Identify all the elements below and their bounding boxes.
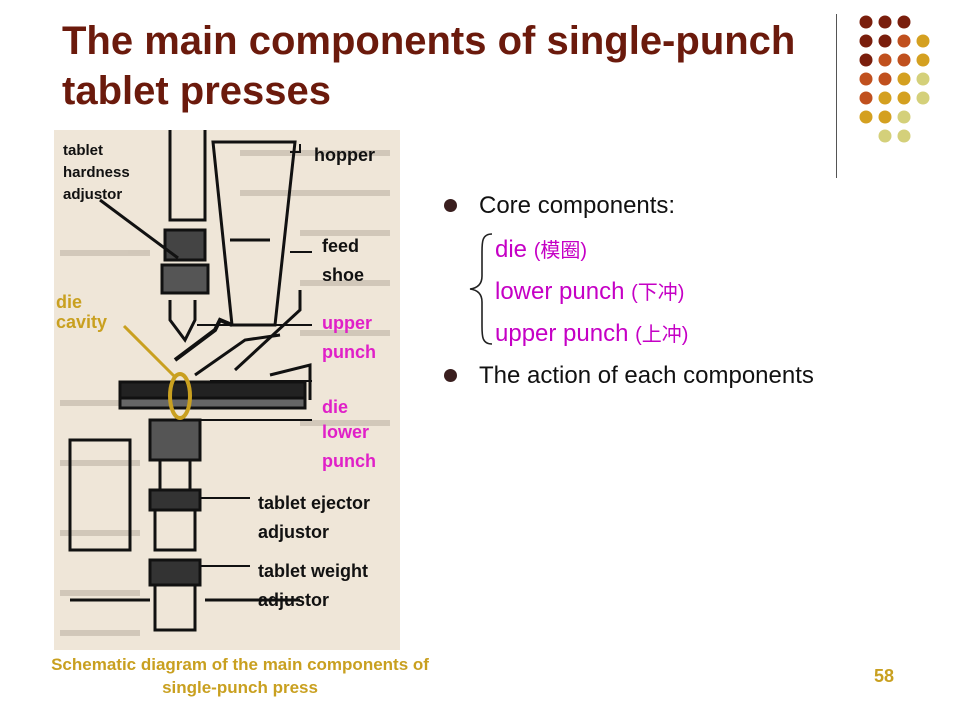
sub-item-lower-punch: lower punch (下冲) — [495, 278, 685, 305]
decor-dot — [878, 129, 892, 143]
decor-dot — [897, 91, 911, 105]
label-hopper: hopper — [314, 145, 375, 165]
press-schematic-diagram — [54, 130, 400, 650]
die-cavity-highlight — [168, 372, 192, 420]
decor-dot — [859, 72, 873, 86]
decor-dot — [859, 110, 873, 124]
sub-item-upper-punch: upper punch (上冲) — [495, 320, 689, 347]
decor-dot — [878, 110, 892, 124]
diagram-caption: Schematic diagram of the main components… — [51, 655, 429, 697]
decor-dot — [859, 15, 873, 29]
decor-dot — [878, 34, 892, 48]
decor-dot — [916, 53, 930, 67]
decor-dot — [897, 110, 911, 124]
press-mechanism — [68, 130, 312, 632]
decor-dot — [878, 15, 892, 29]
decorative-dot-grid — [859, 15, 930, 143]
decor-dot — [897, 34, 911, 48]
slide-title: The main components of single-punch tabl… — [62, 19, 796, 113]
decor-dot — [897, 129, 911, 143]
label-tablet-ejector-adjustor: tablet ejector adjustor — [258, 493, 371, 542]
decor-dot — [897, 72, 911, 86]
label-feed-shoe: feed shoe — [322, 236, 365, 285]
label-die-cavity: die cavity — [56, 292, 108, 332]
label-tablet-weight-adjustor: tablet weight adjustor — [258, 561, 369, 610]
sub-item-die: die (模圈) — [495, 236, 588, 263]
bullet-dot-icon — [444, 369, 457, 382]
label-pointer-lines — [99, 144, 312, 567]
decor-dot — [916, 72, 930, 86]
bullet-dot-icon — [444, 199, 457, 212]
decor-dot — [878, 91, 892, 105]
page-number: 58 — [874, 666, 895, 686]
decor-dot — [897, 53, 911, 67]
title-divider-line — [836, 14, 837, 178]
decor-dot — [897, 15, 911, 29]
decor-dot — [916, 34, 930, 48]
decor-dot — [859, 53, 873, 67]
left-brace-icon — [469, 233, 493, 345]
decor-dot — [878, 53, 892, 67]
decor-dot — [878, 72, 892, 86]
label-upper-punch: upper punch — [322, 313, 376, 362]
die-cavity-pointer — [122, 324, 178, 380]
decor-dot — [859, 34, 873, 48]
decor-dot — [916, 91, 930, 105]
label-tablet-hardness-adjustor: tablet hardness adjustor — [63, 142, 130, 203]
label-die: die — [322, 397, 349, 417]
diagram-background-text-texture — [60, 150, 390, 636]
label-lower-punch: lower punch — [322, 422, 376, 471]
decor-dot — [859, 91, 873, 105]
